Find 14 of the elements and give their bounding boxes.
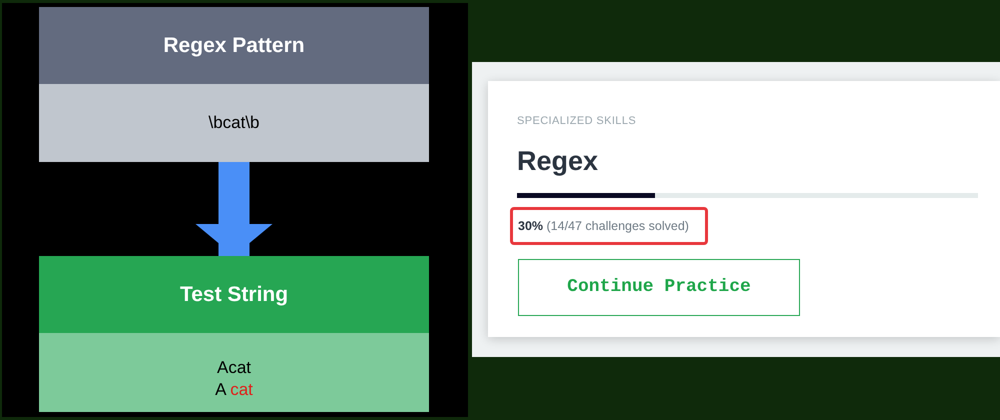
test-string-card <box>39 256 429 412</box>
regex-text: \bcat\b <box>208 112 260 134</box>
category-label: SPECIALIZED SKILLS <box>517 114 636 129</box>
highlight-box <box>510 207 708 245</box>
progress-text: 30% (14/47 challenges solved) <box>518 218 689 235</box>
continue-button: Continue Practice <box>518 259 800 316</box>
card-heading: Regex Pattern <box>163 32 305 59</box>
skill-title: Regex <box>517 145 598 177</box>
skill-card <box>488 81 1000 337</box>
card-heading: Test String <box>180 282 288 308</box>
test-line: Acat <box>216 356 252 378</box>
test-line: A cat <box>215 378 253 400</box>
block-arrow <box>196 162 272 256</box>
pattern-card <box>39 7 429 162</box>
